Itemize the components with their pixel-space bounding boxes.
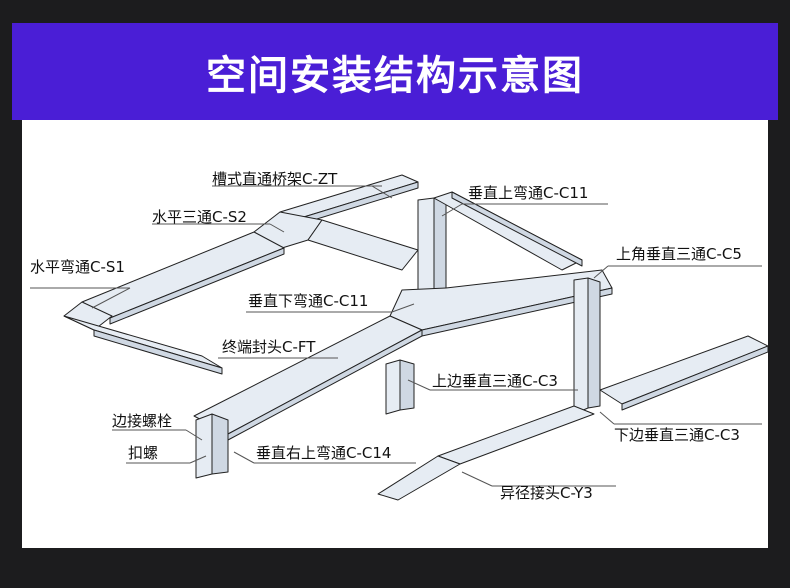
label-c-c11-down: 垂直下弯通C-C11 xyxy=(248,292,369,310)
tray-front-run-side xyxy=(93,329,223,375)
label-c-y3: 异径接头C-Y3 xyxy=(500,484,593,502)
cable-tray-diagram xyxy=(30,174,768,501)
label-c-s2: 水平三通C-S2 xyxy=(152,208,247,226)
tray-lower-front xyxy=(437,405,595,465)
tray-upper-back-side xyxy=(451,191,583,267)
tray-vertical-riser xyxy=(417,197,435,297)
label-c-c3-up: 上边垂直三通C-C3 xyxy=(432,372,558,390)
label-c-c3-down: 下边垂直三通C-C3 xyxy=(614,426,740,444)
tray-branch xyxy=(307,219,419,271)
label-c-c14: 垂直右上弯通C-C14 xyxy=(256,444,392,462)
page-title: 空间安装结构示意图 xyxy=(206,52,584,99)
tray-vertical-c14-face xyxy=(211,413,229,475)
diagram-panel: 槽式直通桥架C-ZT 水平三通C-S2 水平弯通C-S1 垂直上弯通C-C11 … xyxy=(22,120,768,548)
label-edge-bolt: 边接螺栓 xyxy=(112,412,173,430)
label-c-ft: 终端封头C-FT xyxy=(222,338,316,356)
tray-reducer-y3 xyxy=(377,455,461,501)
tray-lower-right-side xyxy=(621,345,768,411)
title-banner: 空间安装结构示意图 xyxy=(12,23,778,120)
label-c-c5: 上角垂直三通C-C5 xyxy=(616,245,742,263)
tray-middle-post xyxy=(385,359,401,415)
tray-vertical-drop xyxy=(573,277,589,415)
tray-lower-right xyxy=(599,335,768,405)
tray-front-run xyxy=(63,315,223,369)
label-buckle-screw: 扣螺 xyxy=(128,444,159,462)
tray-riser-face xyxy=(433,197,447,291)
label-c-zt: 槽式直通桥架C-ZT xyxy=(212,170,338,188)
label-c-s1: 水平弯通C-S1 xyxy=(30,258,125,276)
tray-vertical-drop-face xyxy=(587,277,601,409)
tray-vertical-c14 xyxy=(195,413,213,479)
tray-middle-post-face xyxy=(399,359,415,411)
tray-left-run-side xyxy=(109,247,285,325)
label-c-c11-up: 垂直上弯通C-C11 xyxy=(468,184,589,202)
